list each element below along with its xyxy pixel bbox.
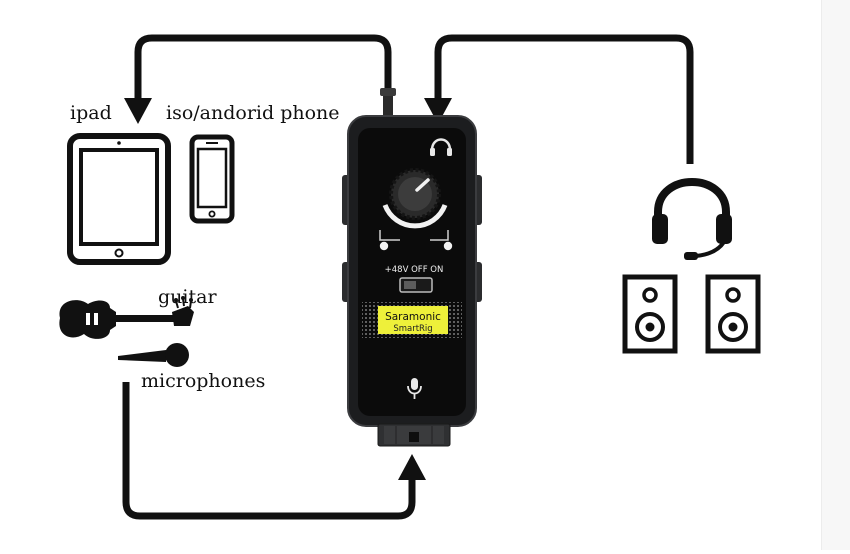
brand-name: Saramonic xyxy=(385,311,441,323)
arrowhead-ipad xyxy=(124,98,152,124)
headset-icon xyxy=(652,178,732,260)
guitar-label: guitar xyxy=(158,286,217,308)
arrowhead-headphone-port xyxy=(424,98,452,124)
phone-label: iso/andorid phone xyxy=(166,102,340,124)
guitar-mode-led xyxy=(379,241,389,251)
phone-icon xyxy=(189,134,235,224)
gain-knob[interactable] xyxy=(389,168,441,220)
gain-level-arc xyxy=(382,204,448,229)
right-edge-strip xyxy=(821,0,850,550)
smartrig-device: +48V OFF ON Saramonic SmartRig xyxy=(342,88,482,447)
speaker-icon xyxy=(705,274,761,354)
speaker-icon xyxy=(622,274,678,354)
headphone-port-icon xyxy=(430,138,452,156)
guitar-icon xyxy=(59,296,194,339)
arrow-headphones-to-device xyxy=(434,34,694,164)
model-name: SmartRig xyxy=(393,324,432,334)
xlr-input-connector xyxy=(377,423,451,447)
arrowhead-xlr-input xyxy=(398,454,426,480)
arrow-device-to-ipad xyxy=(134,34,392,108)
brand-label: Saramonic SmartRig xyxy=(378,306,448,334)
handheld-microphone-icon xyxy=(118,343,189,367)
tablet-icon xyxy=(67,133,171,265)
phantom-power-switch[interactable] xyxy=(399,277,433,293)
microphones-label: microphones xyxy=(141,370,266,392)
mic-mode-led xyxy=(443,241,453,251)
microphone-port-icon xyxy=(407,378,422,399)
arrow-instruments-to-device xyxy=(122,382,416,520)
phantom-power-label: +48V OFF ON xyxy=(385,265,444,275)
ipad-label: ipad xyxy=(70,102,112,124)
